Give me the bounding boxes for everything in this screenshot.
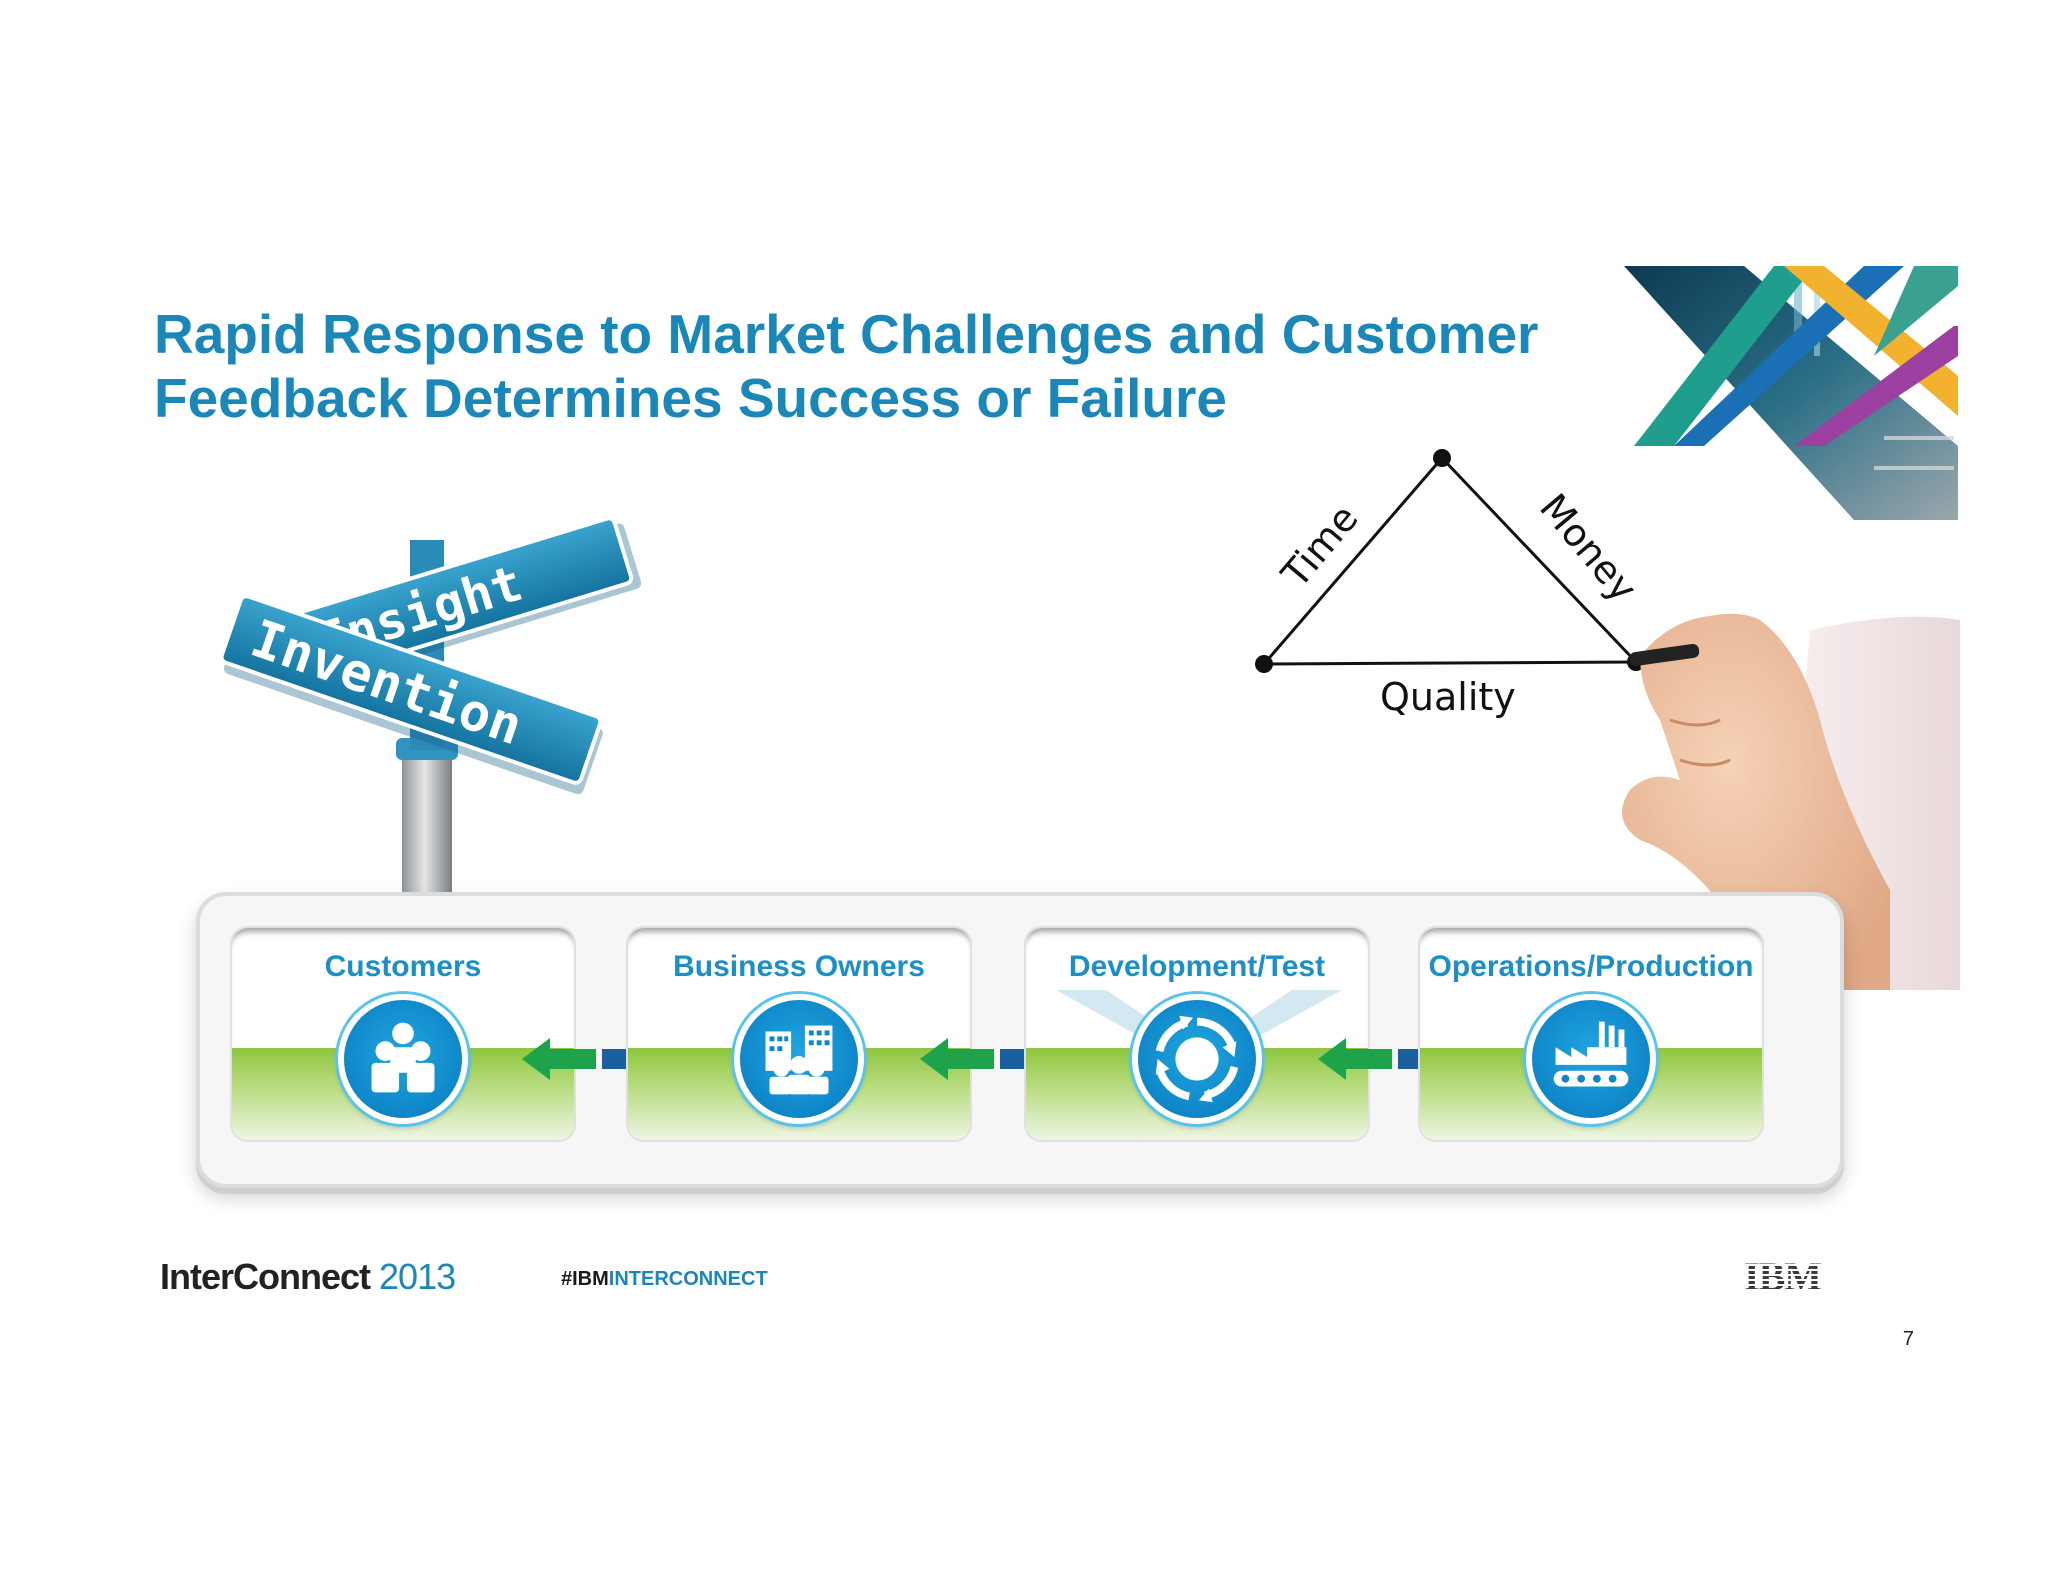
business-building-icon [734,994,864,1124]
footer-brand-name: InterConnect [160,1256,371,1297]
ibm-logo-text: IBM [1744,1256,1821,1296]
hashtag-suffix: INTERCONNECT [608,1268,768,1290]
stage-customers: Customers [230,926,576,1142]
triangle-label-money: Money [1531,486,1646,611]
slide-title: Rapid Response to Market Challenges and … [154,302,1654,430]
stage-label-business-owners: Business Owners [673,950,925,983]
slide-title-line-2: Feedback Determines Success or Failure [154,367,1227,429]
people-group-icon [338,994,468,1124]
factory-icon [1526,994,1656,1124]
cycle-arrows-icon [1132,994,1262,1124]
triangle-label-time: Time [1273,496,1367,596]
footer-brand-year: 2013 [379,1256,456,1297]
decorative-banner-image [1624,266,1958,520]
stage-business-owners: Business Owners [626,926,972,1142]
street-sign-image: Insight Invention [220,516,642,892]
workflow-panel: Customers Business Owners [196,892,1844,1188]
stage-label-operations-production: Operations/Production [1428,950,1754,983]
slide-title-line-1: Rapid Response to Market Challenges and … [154,303,1539,365]
hashtag-prefix: #IBM [561,1268,609,1290]
v-chevron-shape [1056,990,1342,1060]
stage-operations-production: Operations/Production [1418,926,1764,1142]
stage-development-test: Development/Test [1024,926,1370,1142]
footer-brand: InterConnect 2013 [160,1256,456,1298]
page-number: 7 [1902,1328,1914,1350]
triangle-label-quality: Quality [1380,675,1516,719]
stage-label-customers: Customers [324,950,482,983]
ibm-logo: IBM [1744,1256,1822,1296]
footer-hashtag: #IBMINTERCONNECT [561,1268,768,1291]
stage-label-development-test: Development/Test [1068,950,1326,983]
